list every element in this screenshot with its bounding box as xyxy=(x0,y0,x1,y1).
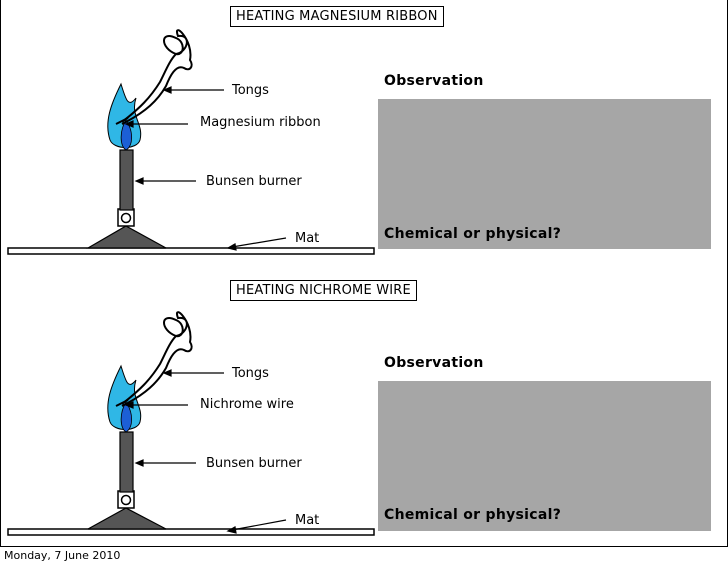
tongs xyxy=(121,311,193,407)
flame-outer xyxy=(107,82,142,148)
label-bunsen-burner: Bunsen burner xyxy=(206,174,302,189)
air-hole xyxy=(120,212,132,224)
arrowhead-magnesium xyxy=(124,120,134,128)
burner-barrel xyxy=(119,149,134,211)
arrowhead-burner xyxy=(134,459,144,467)
air-hole xyxy=(120,494,132,506)
chemical-or-physical-question: Chemical or physical? xyxy=(384,226,562,242)
burner-base xyxy=(85,225,167,249)
flame-outer xyxy=(107,364,142,430)
arrow-mat xyxy=(231,237,287,248)
panel-1-apparatus xyxy=(7,29,375,255)
observation-box[interactable] xyxy=(378,381,711,531)
arrowhead-tongs xyxy=(162,86,172,94)
chemical-or-physical-question: Chemical or physical? xyxy=(384,507,562,523)
observation-title: Observation xyxy=(384,355,484,371)
panel-2-apparatus xyxy=(7,311,375,536)
panel-2-arrows xyxy=(124,369,287,534)
arrowhead-mat xyxy=(226,243,237,251)
burner-barrel xyxy=(119,431,134,493)
label-bunsen-burner: Bunsen burner xyxy=(206,456,302,471)
arrowhead-tongs xyxy=(162,369,172,377)
panel-1-arrows xyxy=(124,86,287,251)
arrow-mat xyxy=(231,519,287,531)
tongs-jaw xyxy=(115,399,129,407)
arrowhead-burner xyxy=(134,177,144,185)
panel-1-title: HEATING MAGNESIUM RIBBON xyxy=(230,6,444,27)
flame-inner xyxy=(120,401,133,433)
observation-title: Observation xyxy=(384,73,484,89)
label-tongs: Tongs xyxy=(232,366,269,381)
burner-base xyxy=(87,507,167,530)
label-tongs: Tongs xyxy=(232,83,269,98)
label-magnesium-ribbon: Magnesium ribbon xyxy=(200,115,321,130)
observation-box[interactable] xyxy=(378,99,711,249)
mat xyxy=(7,247,375,255)
arrowhead-mat xyxy=(226,526,237,534)
label-mat: Mat xyxy=(295,513,320,528)
slide-left-border xyxy=(0,0,1,546)
arrowhead-nichrome xyxy=(124,401,134,409)
panel-2-title: HEATING NICHROME WIRE xyxy=(230,280,417,301)
tongs xyxy=(121,29,193,125)
footer: Monday, 7 June 2010 xyxy=(0,546,728,565)
footer-date: Monday, 7 June 2010 xyxy=(4,549,121,562)
mat xyxy=(7,528,375,536)
flame-inner xyxy=(120,119,133,151)
label-nichrome-wire: Nichrome wire xyxy=(200,397,294,412)
tongs-jaw xyxy=(115,117,129,125)
label-mat: Mat xyxy=(295,231,320,246)
